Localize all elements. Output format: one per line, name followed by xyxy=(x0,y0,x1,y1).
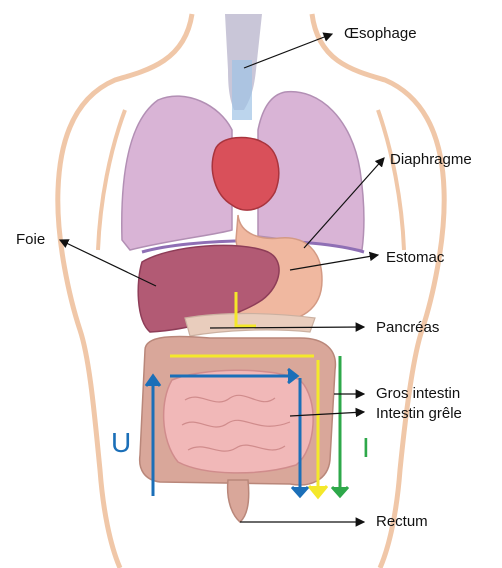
label-foie: Foie xyxy=(16,231,45,248)
label-gros-intestin: Gros intestin xyxy=(376,385,460,402)
label-estomac: Estomac xyxy=(386,249,445,266)
label-intestin-grele: Intestin grêle xyxy=(376,405,462,422)
label-diaphragme: Diaphragme xyxy=(390,151,472,168)
rectum xyxy=(228,480,249,522)
trachea xyxy=(225,14,262,120)
small-intestine xyxy=(164,370,314,473)
label-pancreas: Pancréas xyxy=(376,319,439,336)
label-rectum: Rectum xyxy=(376,513,428,530)
i-mark: I xyxy=(362,432,370,463)
label-oesophage: Œsophage xyxy=(344,25,417,42)
u-mark: U xyxy=(111,427,131,458)
